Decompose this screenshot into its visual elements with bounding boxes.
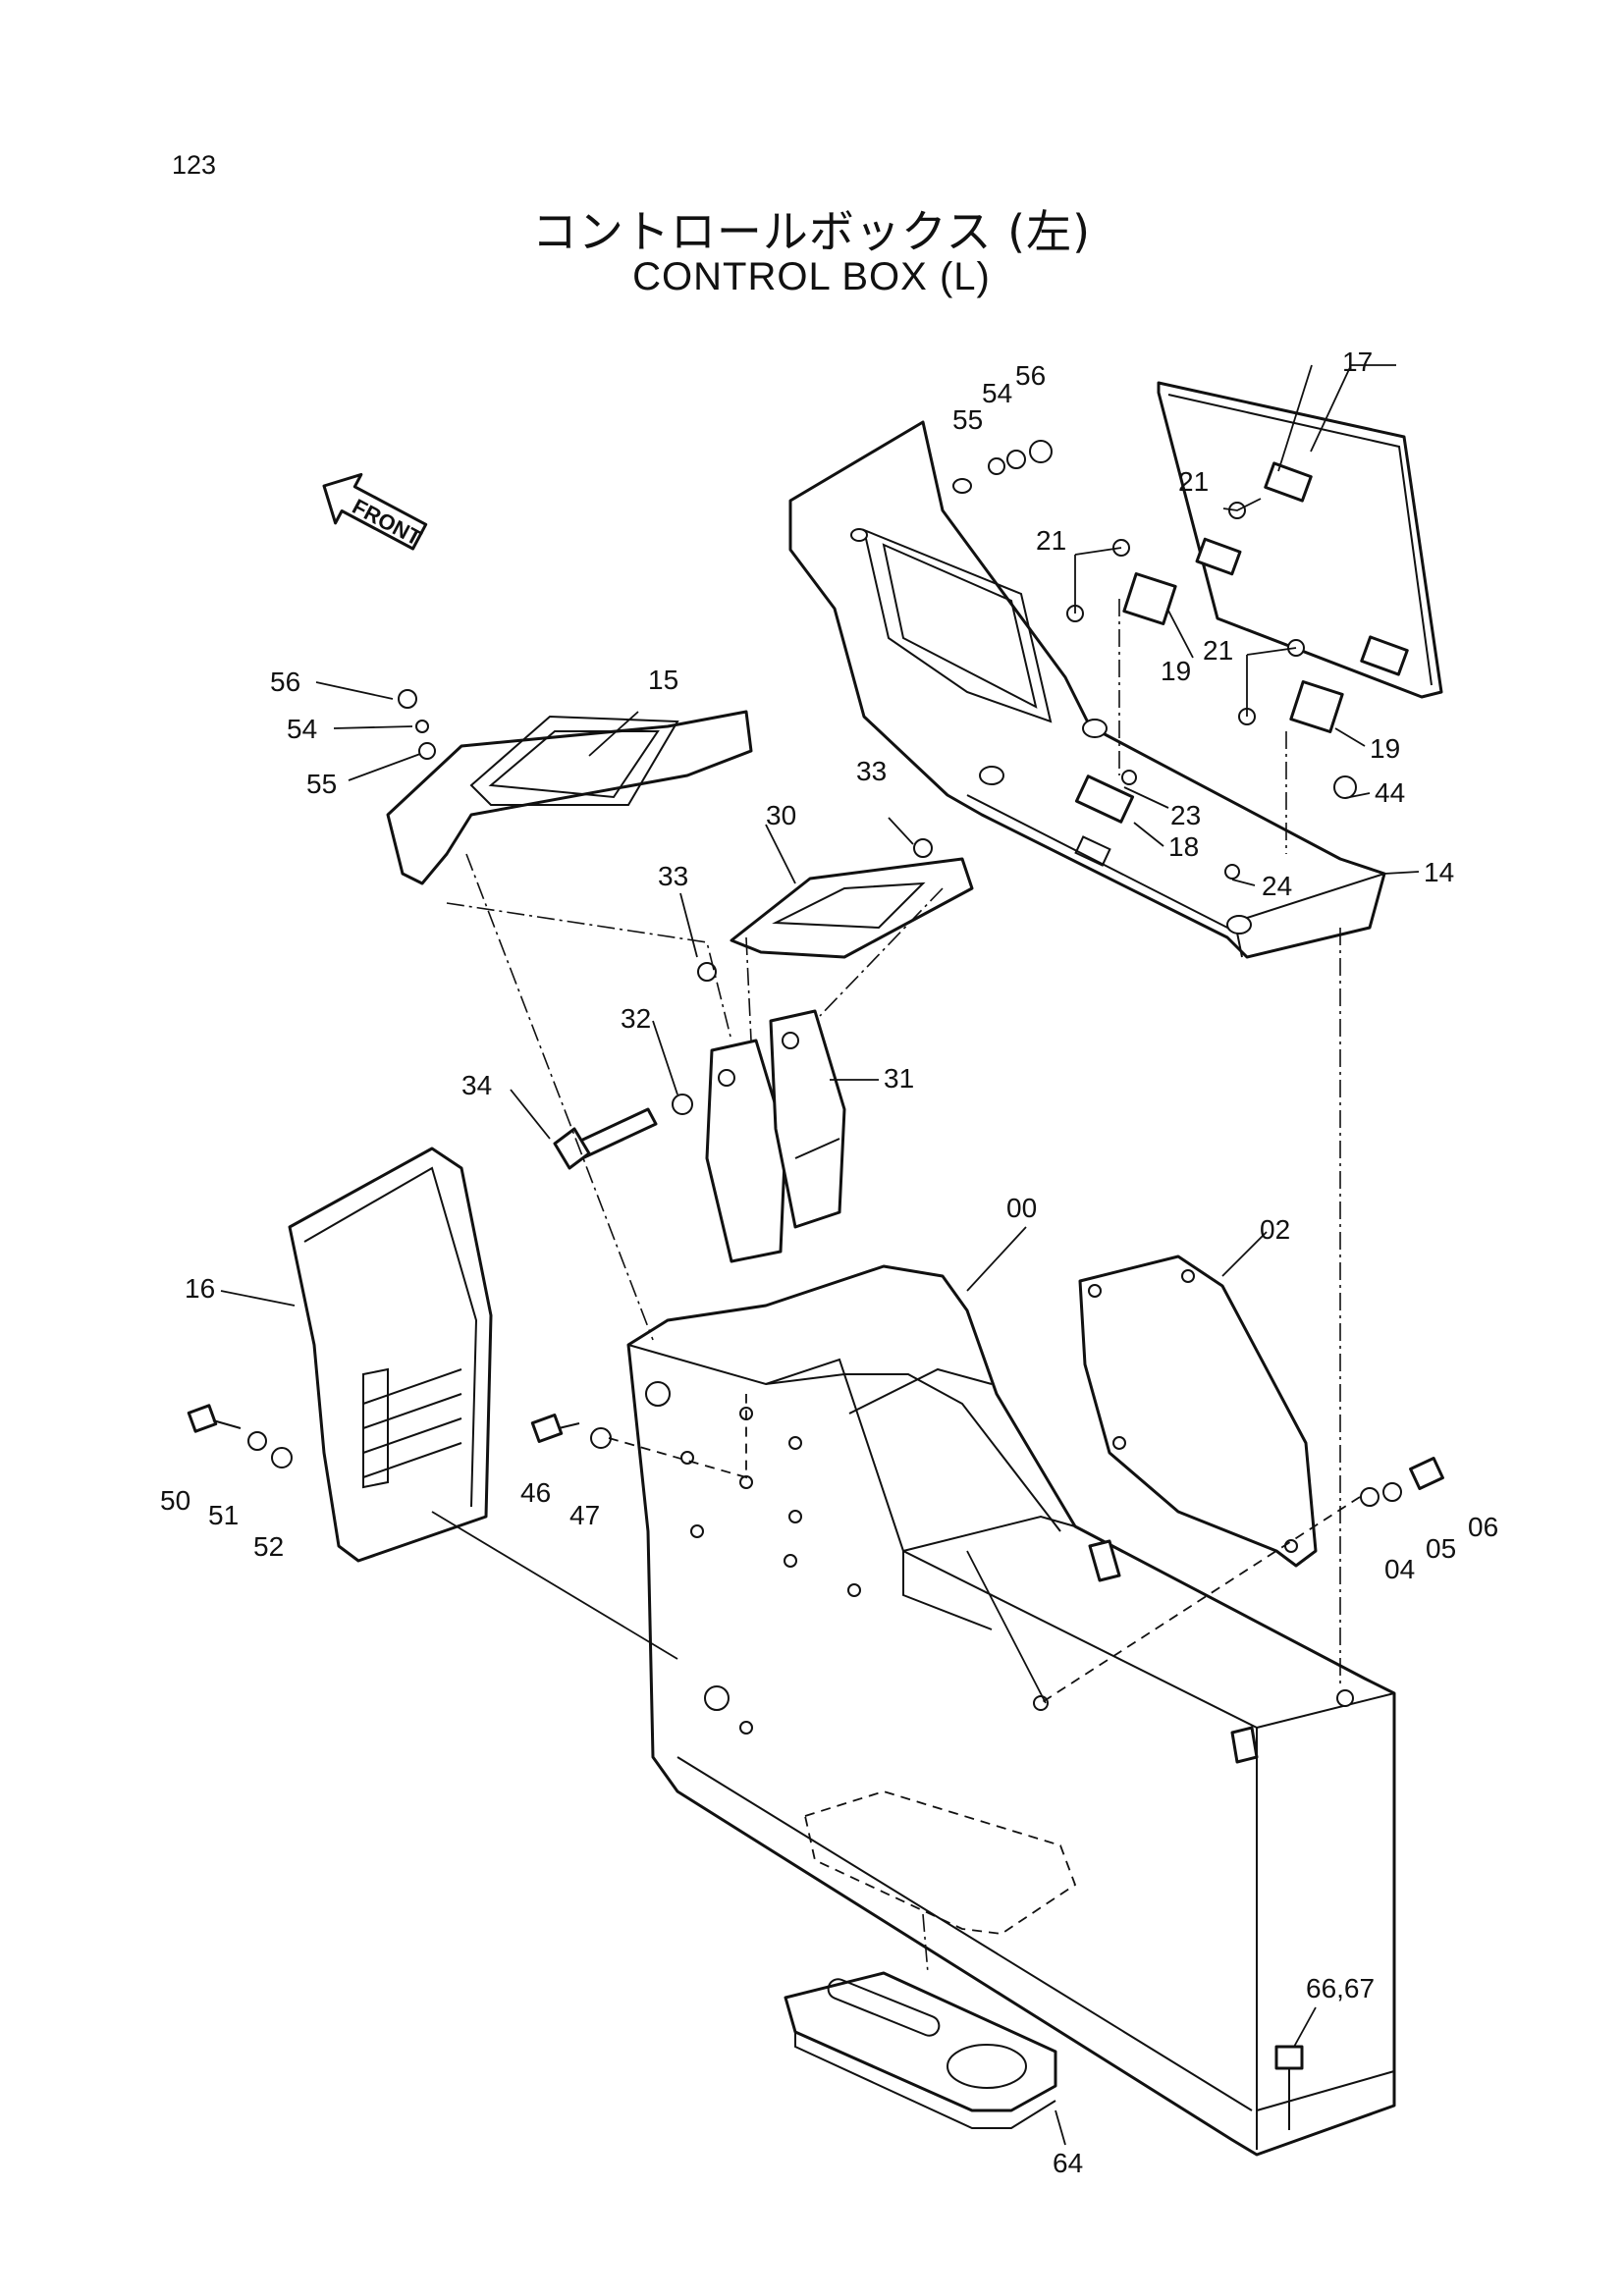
- callout-56-top: 56: [1015, 360, 1046, 391]
- bottom-recess-outline: [803, 1790, 1077, 1935]
- callout-15: 15: [648, 665, 678, 695]
- callout-18: 18: [1168, 831, 1199, 862]
- callout-55-top: 55: [952, 404, 983, 435]
- part-19-hinge-upper: [1122, 571, 1177, 626]
- callout-05: 05: [1426, 1533, 1456, 1564]
- title-japanese: コントロールボックス (左): [531, 205, 1092, 258]
- part-34-bolt: [553, 1107, 658, 1170]
- part-66-67-bolt: [1274, 2045, 1304, 2130]
- callout-33-left: 33: [658, 861, 688, 891]
- callout-21-hinge-upper: 21: [1036, 525, 1066, 556]
- leader-lines: [220, 364, 1420, 2146]
- part-00-control-box-body: [626, 1264, 1396, 2157]
- callout-54-top: 54: [982, 378, 1012, 408]
- callout-64: 64: [1053, 2148, 1083, 2178]
- callout-55-left: 55: [306, 769, 337, 799]
- part-02-side-cover: [1078, 1255, 1318, 1568]
- callout-06: 06: [1468, 1512, 1498, 1542]
- callout-labels: 17 56 54 55 21 21 19 21 19 56 54 55 15 3…: [160, 347, 1498, 2178]
- screws-top: [988, 440, 1357, 880]
- callout-16: 16: [185, 1273, 215, 1304]
- callout-56-left: 56: [270, 667, 300, 697]
- callout-19-upper: 19: [1161, 656, 1191, 686]
- part-31-brackets: [672, 1009, 846, 1263]
- part-14-top-cover: [788, 420, 1386, 959]
- callout-04: 04: [1384, 1554, 1415, 1584]
- part-16-side-panel: [288, 1147, 493, 1563]
- callout-21-hinge-lower: 21: [1203, 635, 1233, 666]
- callout-33-right: 33: [856, 756, 887, 786]
- callout-14: 14: [1424, 857, 1454, 887]
- callout-19-lower: 19: [1370, 733, 1400, 764]
- callout-44: 44: [1375, 777, 1405, 808]
- callout-32: 32: [621, 1003, 651, 1034]
- small-fasteners: [187, 1404, 1444, 1507]
- callout-02: 02: [1260, 1214, 1290, 1245]
- page-number: 123: [172, 150, 217, 180]
- callout-54-left: 54: [287, 714, 317, 744]
- callout-17: 17: [1342, 347, 1373, 377]
- part-19-hinge-lower: [1289, 679, 1344, 734]
- title-english: CONTROL BOX (L): [632, 255, 991, 298]
- callout-34: 34: [461, 1070, 492, 1100]
- callout-00: 00: [1006, 1193, 1037, 1223]
- callout-51: 51: [208, 1500, 239, 1530]
- callout-24: 24: [1262, 871, 1292, 901]
- part-17-lid-panel: [1157, 381, 1443, 699]
- part-64-floor-plate: [784, 1971, 1057, 2129]
- callout-31: 31: [884, 1063, 914, 1094]
- callout-23: 23: [1170, 800, 1201, 830]
- callout-30: 30: [766, 800, 796, 830]
- callout-50: 50: [160, 1485, 190, 1516]
- callout-52: 52: [253, 1531, 284, 1562]
- part-15-plate: [386, 689, 753, 885]
- callout-47: 47: [569, 1500, 600, 1530]
- callout-66-67: 66,67: [1306, 1973, 1375, 2003]
- callout-46: 46: [520, 1477, 551, 1508]
- callout-21-lid: 21: [1178, 466, 1209, 497]
- front-arrow: FRONT: [322, 472, 428, 551]
- part-30-bracket-plate: [697, 838, 974, 982]
